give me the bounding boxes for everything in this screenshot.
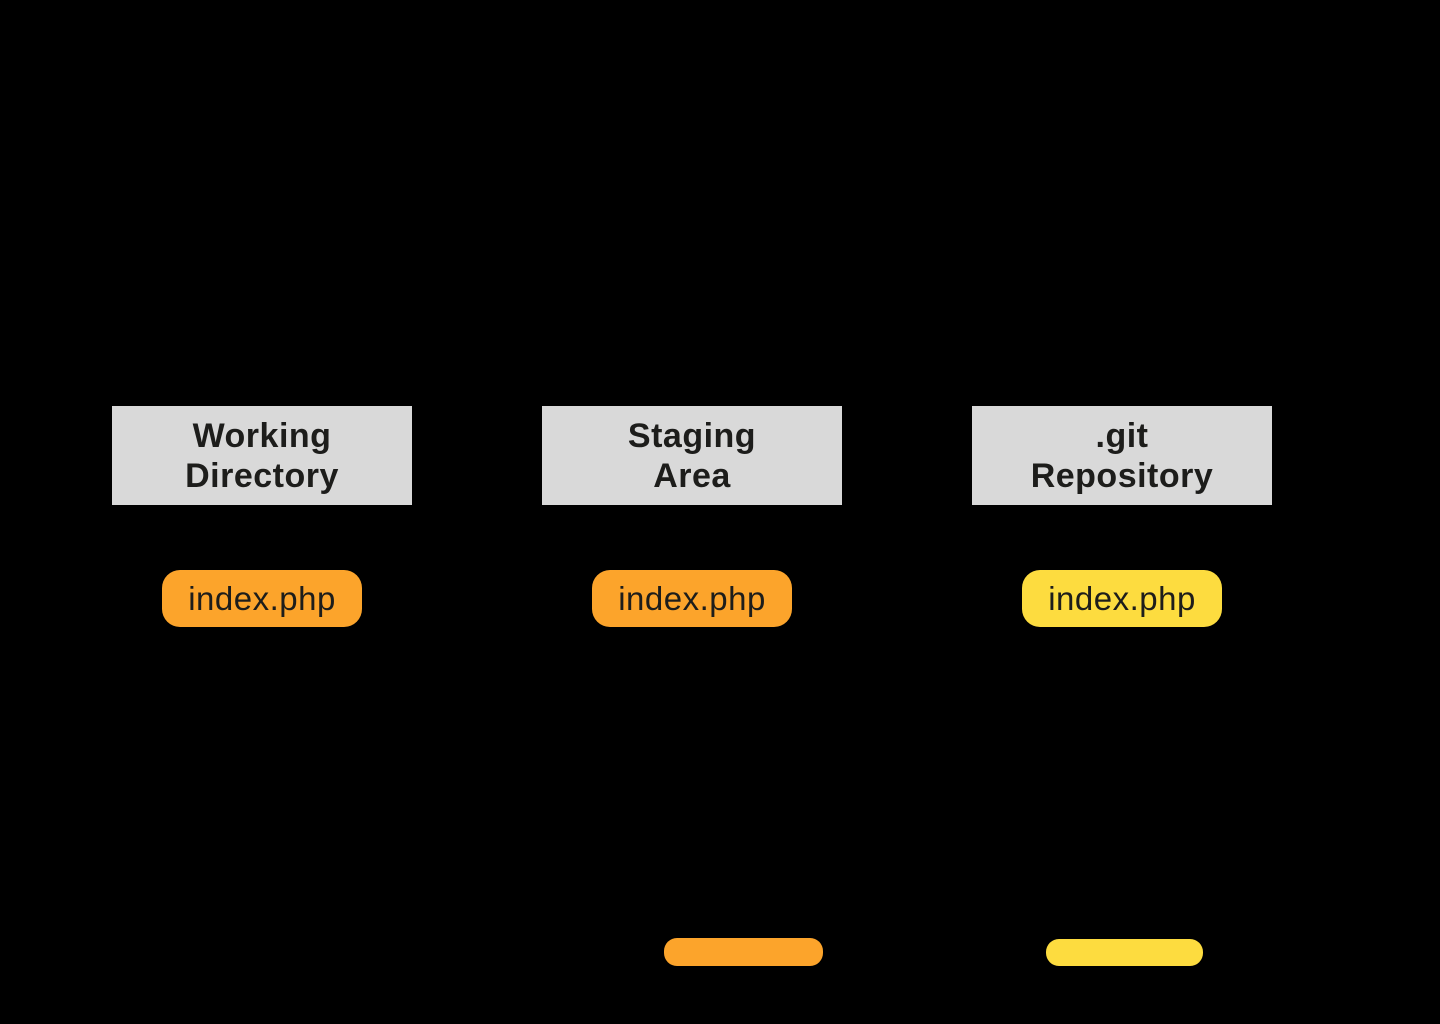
header-working-directory-label: Working Directory	[185, 416, 339, 495]
file-pill-git-repository-label: index.php	[1048, 579, 1196, 617]
file-pill-git-repository: index.php	[1022, 570, 1222, 627]
header-git-repository: .git Repository	[972, 406, 1272, 505]
file-pill-staging-area: index.php	[592, 570, 792, 627]
header-working-directory: Working Directory	[112, 406, 412, 505]
file-pill-staging-area-label: index.php	[618, 579, 766, 617]
header-staging-area-label: Staging Area	[627, 416, 757, 495]
legend-swatch-orange	[664, 938, 823, 966]
file-pill-working-directory: index.php	[162, 570, 362, 627]
legend-swatch-yellow	[1046, 939, 1203, 966]
header-staging-area: Staging Area	[542, 406, 842, 505]
file-pill-working-directory-label: index.php	[188, 579, 336, 617]
header-git-repository-label: .git Repository	[1030, 416, 1214, 495]
